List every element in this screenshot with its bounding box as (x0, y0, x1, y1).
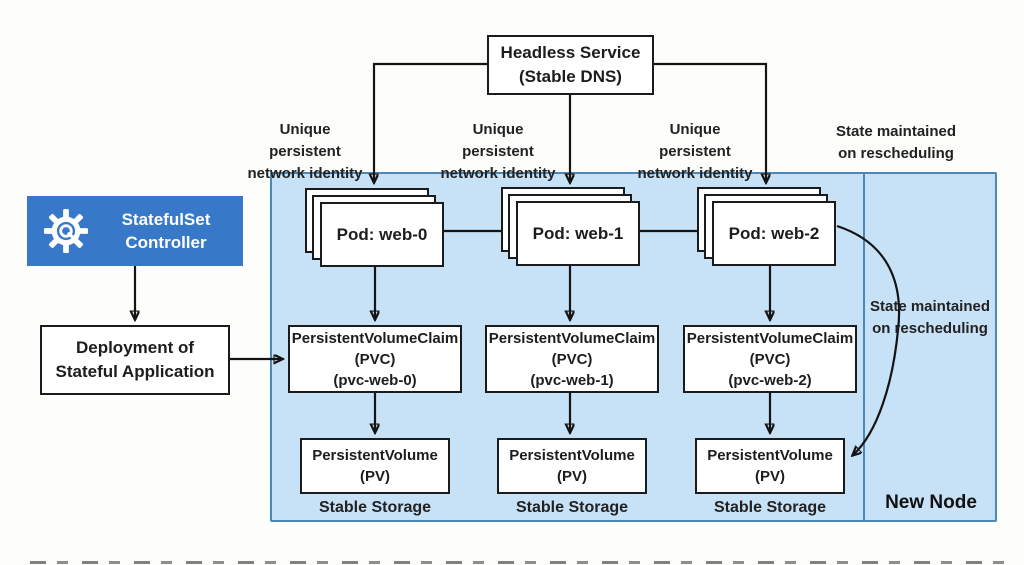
new-node-divider (863, 172, 865, 522)
network-identity-label-2: Unique persistent network identity (637, 121, 753, 182)
pv-0-box: PersistentVolume (PV) (300, 438, 450, 494)
pod-stack-web-2: Pod: web-2 (697, 187, 836, 266)
video-artifact-strip (30, 561, 1005, 564)
network-identity-label-1: Unique persistent network identity (440, 121, 556, 182)
pvc-web-1-box: PersistentVolumeClaim (PVC) (pvc-web-1) (485, 325, 659, 393)
stable-storage-label-2: Stable Storage (713, 499, 827, 516)
pod-web-1-box: Pod: web-1 (516, 201, 640, 266)
network-identity-label-0: Unique persistent network identity (247, 121, 363, 182)
deployment-box: Deployment of Stateful Application (40, 325, 230, 395)
headless-service-box: Headless Service (Stable DNS) (487, 35, 654, 95)
pv-1-box: PersistentVolume (PV) (497, 438, 647, 494)
pv-2-box: PersistentVolume (PV) (695, 438, 845, 494)
statefulset-controller-box: StatefulSet Controller (27, 196, 243, 266)
gear-icon (43, 208, 89, 254)
state-maintained-top-label: State maintained on rescheduling (835, 123, 957, 162)
statefulset-controller-label: StatefulSet Controller (121, 210, 211, 252)
stable-storage-label-0: Stable Storage (318, 499, 432, 516)
headless-service-label: Headless Service (500, 43, 641, 62)
pvc-web-2-box: PersistentVolumeClaim (PVC) (pvc-web-2) (683, 325, 857, 393)
state-maintained-reschedule-label: State maintained on rescheduling (869, 298, 991, 337)
stable-storage-label-1: Stable Storage (515, 499, 629, 516)
pod-stack-web-0: Pod: web-0 (305, 188, 444, 267)
headless-service-sublabel: (Stable DNS) (519, 67, 622, 86)
pod-web-0-box: Pod: web-0 (320, 202, 444, 267)
new-node-label: New Node (885, 492, 977, 513)
pod-stack-web-1: Pod: web-1 (501, 187, 640, 266)
pod-web-2-box: Pod: web-2 (712, 201, 836, 266)
pvc-web-0-box: PersistentVolumeClaim (PVC) (pvc-web-0) (288, 325, 462, 393)
